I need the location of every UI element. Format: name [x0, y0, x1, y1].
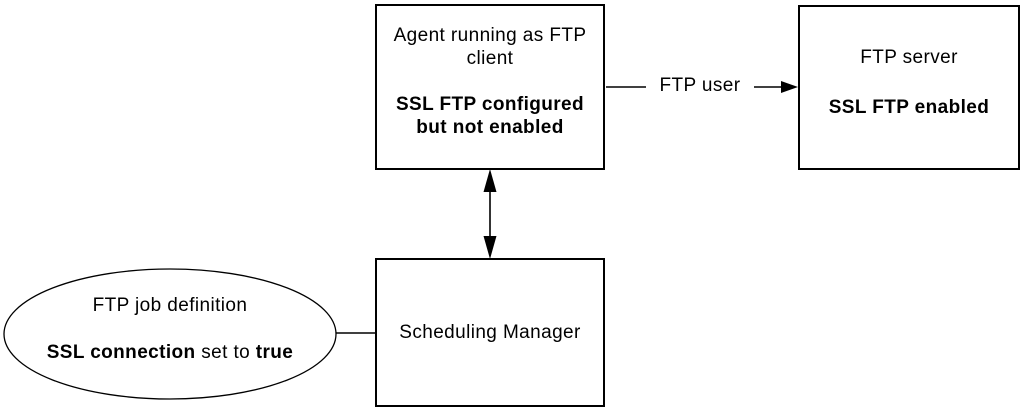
ftp-server-status: SSL FTP enabled	[828, 97, 990, 118]
agent-title-line2: client	[466, 48, 514, 69]
agent-title-line1: Agent running as FTP	[393, 25, 587, 46]
arrowhead-up-icon	[483, 169, 497, 192]
ftp-user-label: FTP user	[646, 74, 754, 98]
agent-status-line1: SSL FTP configured	[395, 94, 585, 115]
agent-ftp-client-box	[375, 4, 605, 170]
arrowhead-down-icon	[483, 236, 497, 259]
scheduling-manager-label: Scheduling Manager	[399, 322, 581, 343]
setting-value: true	[255, 342, 294, 363]
setting-name: SSL connection	[46, 342, 196, 363]
ftp-job-definition-title: FTP job definition	[92, 295, 248, 316]
agent-status-line2: but not enabled	[416, 117, 564, 138]
ssl-connection-setting: SSL connection set to true	[5, 341, 335, 364]
ftp-job-ellipse-shape	[3, 268, 337, 400]
ftp-server-box	[798, 5, 1020, 170]
ftp-user-arrowhead-icon	[781, 81, 798, 93]
agent-text-spacer	[377, 70, 603, 93]
setting-connector: set to	[195, 342, 256, 363]
scheduling-manager-box	[375, 258, 605, 407]
ftp-server-title: FTP server	[860, 47, 958, 68]
agent-box-text: Agent running as FTP client SSL FTP conf…	[377, 24, 603, 139]
